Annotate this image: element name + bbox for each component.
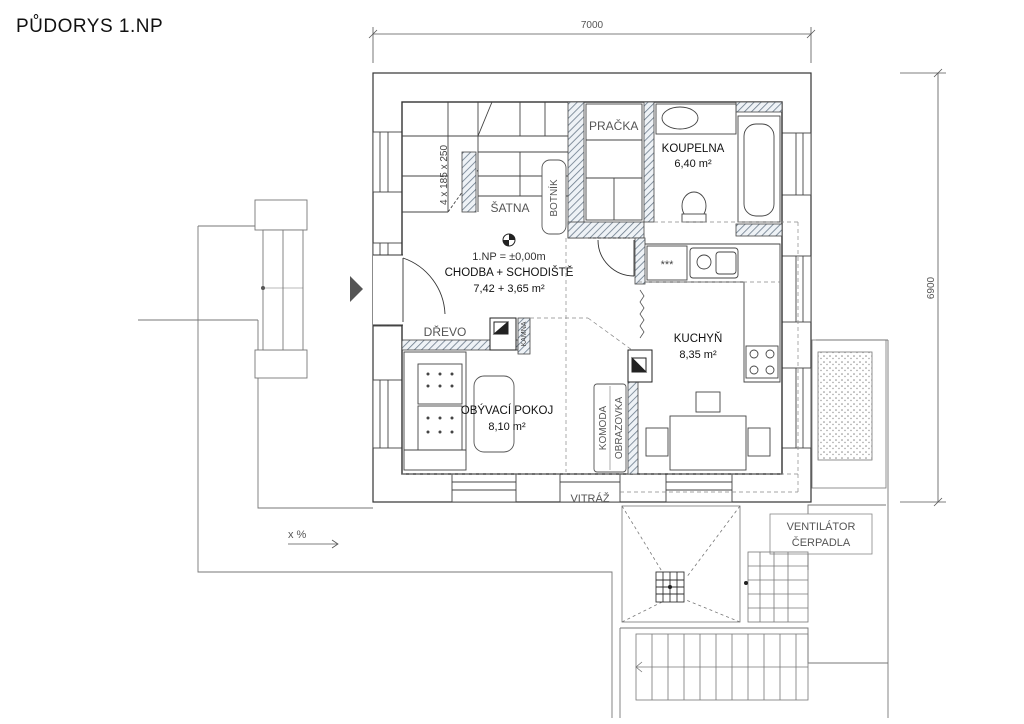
label-botnik: BOTNÍK: [547, 179, 560, 217]
label-vitraz: VITRÁŽ: [570, 492, 609, 505]
level-label: 1.NP = ±0,00m: [472, 251, 545, 263]
bathroom-door: [588, 237, 635, 277]
gravel-strip: [817, 351, 873, 461]
label-kamna: KAMNA: [521, 321, 528, 346]
dimension-height: [900, 68, 946, 507]
entry-axis-dot: [261, 286, 265, 290]
dimension-height-label: 6900: [926, 276, 937, 299]
entry-door: [373, 254, 446, 326]
label-ventilator: VENTILÁTOR: [787, 520, 856, 533]
label-obrazovka: OBRAZOVKA: [614, 397, 625, 460]
label-satna: ŠATNA: [490, 200, 529, 215]
label-komoda: KOMODA: [598, 405, 609, 450]
kitchen-counter: [645, 243, 781, 383]
label-pracka: PRAČKA: [589, 118, 638, 133]
entrance-arrow-icon: [350, 276, 363, 302]
dimension-width: [368, 27, 816, 63]
label-obyvaci-area: 8,10 m²: [488, 421, 526, 433]
label-koupelna: KOUPELNA: [662, 143, 725, 155]
zigzag-divider: [639, 289, 645, 339]
slope-label: x %: [288, 529, 307, 541]
label-cerpadla: ČERPADLA: [792, 536, 851, 549]
drawing-title: PŮDORYS 1.NP: [16, 16, 164, 37]
sofa-buttons: [426, 372, 454, 434]
entry-platform: [254, 199, 308, 379]
botnik-cabinet: [541, 159, 567, 235]
dining-table: [645, 391, 771, 471]
stove-kamna: [489, 317, 653, 383]
label-drevo: DŘEVO: [424, 324, 467, 339]
ventilator-box: [769, 513, 873, 555]
bathroom-fixtures: [585, 103, 781, 223]
stair-hatch-wall: [461, 151, 477, 213]
label-kuchyn: KUCHYŇ: [674, 332, 723, 345]
label-obyvaci: OBÝVACÍ POKOJ: [461, 404, 553, 417]
label-kuchyn-area: 8,35 m²: [679, 349, 717, 361]
label-chodba-area: 7,42 + 3,65 m²: [473, 283, 545, 295]
label-chodba: CHODBA + SCHODIŠTĚ: [445, 266, 574, 279]
sofa: [403, 351, 467, 471]
slope-arrow-icon: [288, 539, 339, 549]
exterior-stairs: [621, 505, 809, 701]
dimension-width-label: 7000: [581, 20, 604, 31]
stair-dimension-label: 4 x 185 x 250: [439, 145, 450, 205]
level-marker-icon: [502, 233, 516, 247]
dashed-guides: [402, 221, 799, 493]
label-koupelna-area: 6,40 m²: [674, 158, 712, 170]
partition-walls: [401, 101, 783, 475]
hob-marks: ***: [661, 259, 675, 271]
coffee-table: [473, 375, 515, 453]
